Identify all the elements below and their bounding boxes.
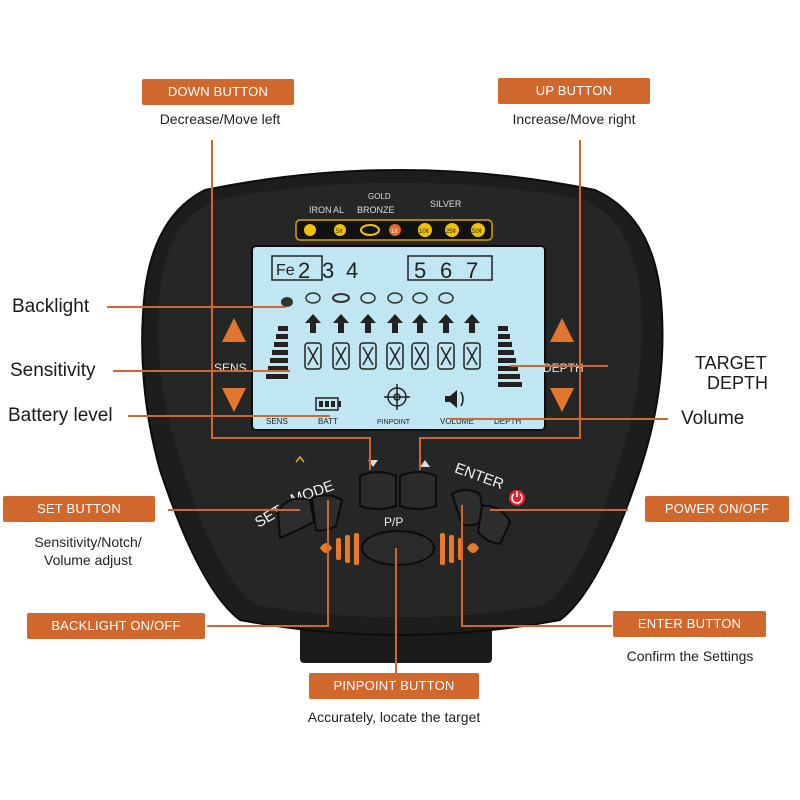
- lcd-digit: 2: [298, 258, 310, 283]
- power-glyph: [511, 491, 523, 504]
- down-button-physical[interactable]: [359, 471, 397, 510]
- power-button-physical[interactable]: [476, 504, 512, 546]
- enter-button-callout: ENTER BUTTON: [613, 611, 766, 637]
- set-button-callout: SET BUTTON: [3, 496, 155, 522]
- coin-5-label: 5¢: [336, 229, 343, 235]
- depth-arrows-icon: [550, 318, 574, 412]
- coin-25-label: 25¢: [446, 229, 456, 235]
- lcd-digit: 3: [322, 258, 334, 283]
- gold-ring-icon: [360, 224, 380, 236]
- lcd-digit: 6: [440, 258, 452, 283]
- lcd-batt-label: BATT: [318, 417, 338, 426]
- bronze-label: BRONZE: [357, 205, 395, 215]
- silver-10-icon: [418, 223, 432, 237]
- coin-1-label: 1¢: [391, 229, 398, 235]
- target-depth-label-1: TARGET: [695, 353, 767, 373]
- iron-icon: [304, 224, 316, 236]
- pinpoint-stripes: [320, 533, 479, 565]
- enter-button-desc: Confirm the Settings: [626, 648, 754, 664]
- speaker-icon: [445, 390, 457, 408]
- lcd-digit: 7: [466, 258, 478, 283]
- lcd-depth-bars: [498, 326, 522, 387]
- pinpoint-desc: Accurately, locate the target: [307, 709, 481, 725]
- pp-label: P/P: [384, 515, 403, 529]
- sens-side-label: SENS: [214, 361, 247, 375]
- backlight-label: Backlight: [12, 296, 90, 317]
- coin-50-label: 50¢: [472, 229, 482, 235]
- lcd-sens-label: SENS: [266, 417, 288, 426]
- pinpoint-callout: PINPOINT BUTTON: [309, 673, 479, 699]
- lcd-screen: [251, 245, 546, 431]
- target-depth-label-2: DEPTH: [707, 373, 769, 393]
- sensitivity-label: Sensitivity: [10, 360, 96, 381]
- set-button-desc-2: Volume adjust: [44, 552, 132, 568]
- bronze-icon: [389, 224, 401, 236]
- lcd-digit-box-left: [271, 255, 323, 281]
- pinpoint-button-physical[interactable]: [361, 530, 435, 566]
- al-icon: [334, 224, 346, 236]
- silver-label: SILVER: [430, 199, 462, 209]
- battery-tip: [338, 401, 341, 407]
- sens-arrows-icon: [222, 318, 246, 412]
- silver-50-icon: [471, 223, 485, 237]
- lcd-digit-box-right: [407, 255, 493, 281]
- lcd-pinpoint-label: PINPOINT: [377, 419, 411, 426]
- up-button-callout: UP BUTTON: [498, 78, 650, 104]
- lcd-volume-label: VOLUME: [440, 417, 474, 426]
- lcd-metal-icons: [281, 292, 454, 307]
- crosshair-icon: [384, 384, 410, 410]
- depth-side-label: DEPTH: [543, 361, 584, 375]
- backlight-small-icon: [295, 455, 305, 463]
- lcd-arrow-row: [305, 314, 480, 333]
- battery-cells: [319, 401, 335, 407]
- gold-label: GOLD: [368, 192, 391, 201]
- power-callout: POWER ON/OFF: [645, 496, 789, 522]
- lcd-depth-label: DEPTH: [494, 417, 521, 426]
- volume-label: Volume: [681, 408, 745, 429]
- lcd-digit: 5: [414, 258, 426, 283]
- coin-10-label: 10¢: [419, 229, 429, 235]
- up-button-physical[interactable]: [399, 471, 437, 510]
- down-button-callout: DOWN BUTTON: [142, 79, 294, 105]
- speaker-wave: [460, 391, 464, 407]
- lcd-digit: 4: [346, 258, 358, 283]
- up-button-desc: Increase/Move right: [512, 111, 636, 127]
- iron-label: IRON: [309, 205, 332, 215]
- up-arrow-icon: [420, 460, 430, 467]
- al-label: AL: [333, 205, 344, 215]
- lcd-fe-label: Fe: [276, 262, 295, 279]
- callout-lines: [107, 140, 668, 674]
- lcd-sensitivity-bars: [266, 326, 288, 379]
- backlight-callout: BACKLIGHT ON/OFF: [27, 613, 205, 639]
- set-button-desc-1: Sensitivity/Notch/: [34, 534, 142, 550]
- silver-25-icon: [445, 223, 459, 237]
- down-button-desc: Decrease/Move left: [159, 111, 281, 127]
- battery-level-label: Battery level: [8, 405, 113, 426]
- lcd-notch-row: [304, 342, 481, 370]
